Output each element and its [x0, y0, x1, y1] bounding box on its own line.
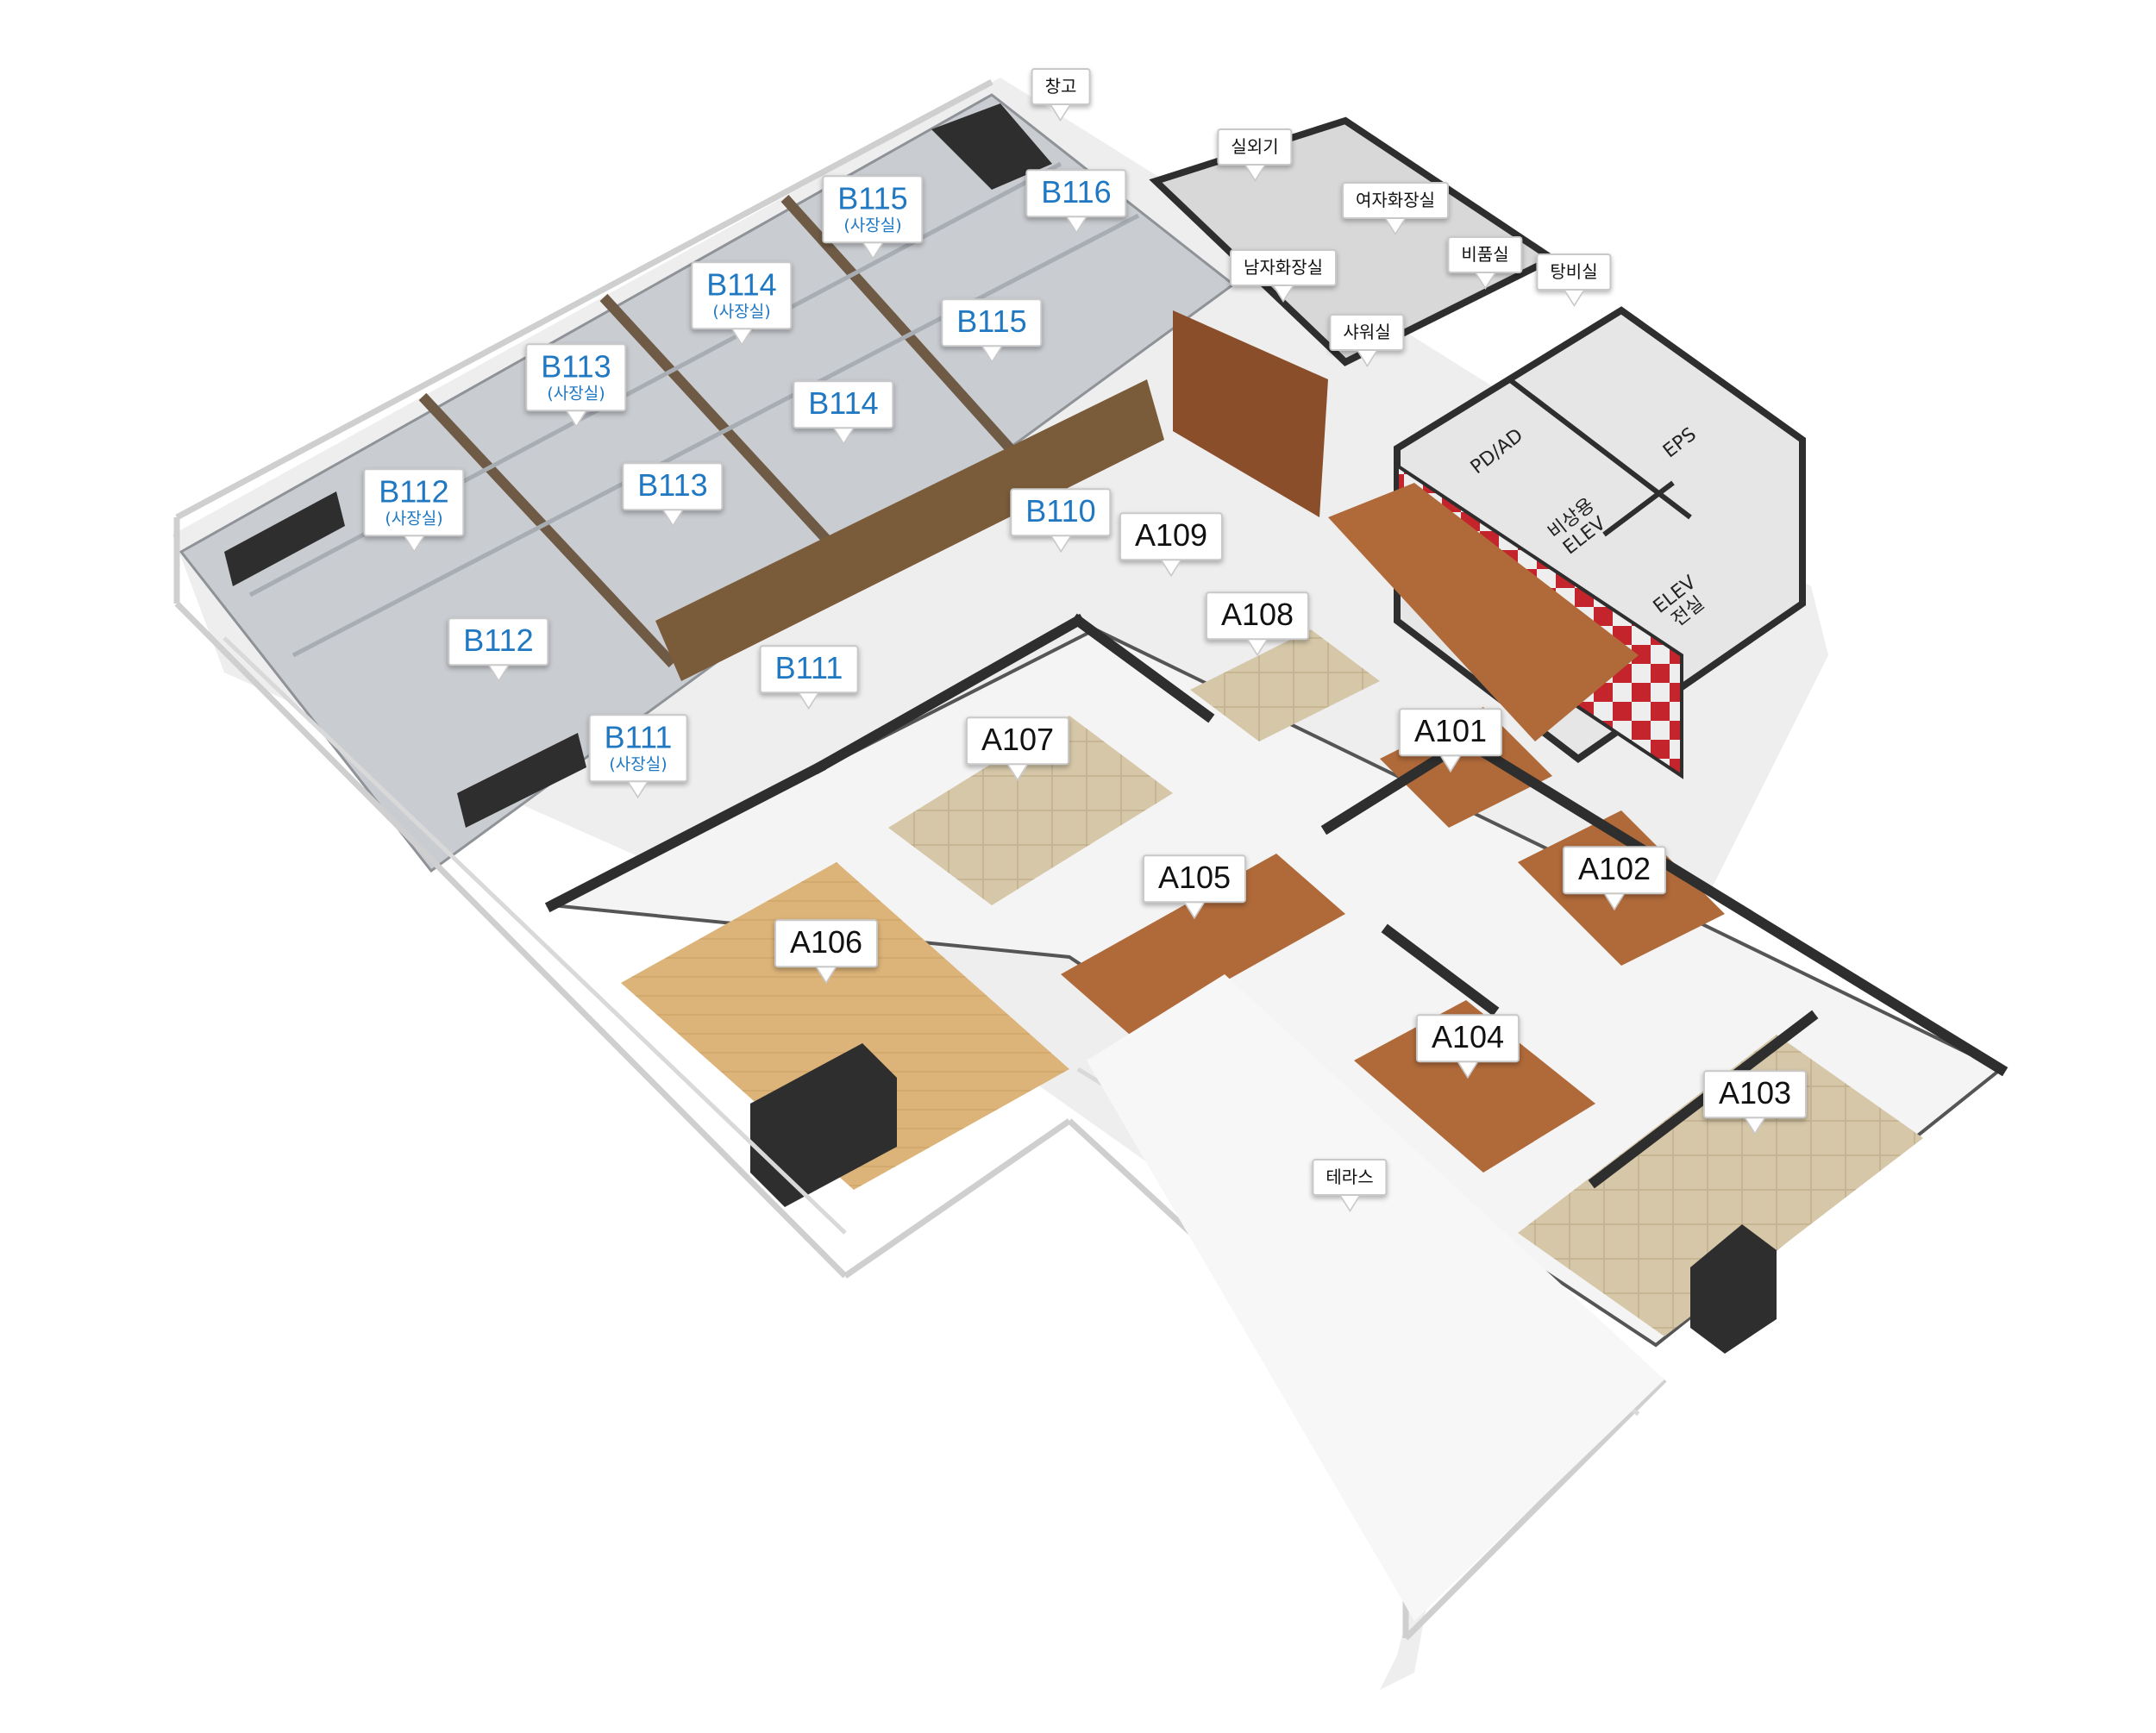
a-wing-partitions	[544, 613, 2009, 1189]
room-label-b114-exec[interactable]: B114 (사장실)	[691, 261, 793, 346]
room-number: B114	[706, 266, 777, 303]
corridor-wood-panel	[655, 379, 1164, 681]
room-label-b112-exec[interactable]: B112 (사장실)	[363, 468, 465, 553]
room-number: B115	[956, 303, 1027, 340]
room-type: (사장실)	[609, 754, 667, 774]
room-number: B116	[1041, 174, 1112, 210]
room-number: A102	[1577, 851, 1651, 887]
room-number: B111	[604, 719, 673, 755]
room-type: (사장실)	[547, 384, 605, 404]
lobby-floor	[1328, 483, 1639, 741]
room-name: 창고	[1044, 76, 1077, 97]
room-number: A108	[1220, 597, 1294, 633]
room-number: B111	[774, 650, 843, 686]
room-number: A107	[981, 722, 1055, 758]
room-label-a105[interactable]: A105	[1142, 854, 1247, 919]
room-number: B114	[808, 385, 879, 422]
room-label-b115[interactable]: B115	[941, 298, 1043, 363]
room-label-b116[interactable]: B116	[1025, 169, 1127, 234]
room-label-a104[interactable]: A104	[1415, 1014, 1520, 1079]
room-a108-floor	[1190, 629, 1380, 741]
room-label-supply-room[interactable]: 비품실	[1447, 236, 1523, 290]
room-a106-floor	[621, 862, 1069, 1190]
room-number: A101	[1413, 713, 1488, 749]
room-a103-cabinet	[1690, 1224, 1777, 1354]
room-number: A106	[789, 924, 863, 960]
room-number: A103	[1718, 1075, 1792, 1111]
room-type: (사장실)	[843, 216, 902, 235]
room-name: 비품실	[1461, 244, 1509, 265]
room-number: B112	[379, 473, 449, 510]
room-label-terrace[interactable]: 테라스	[1312, 1159, 1388, 1212]
room-name: 실외기	[1231, 136, 1279, 157]
room-label-a108[interactable]: A108	[1205, 591, 1310, 656]
room-label-outdoor-unit[interactable]: 실외기	[1217, 128, 1293, 182]
room-name: 샤워실	[1343, 322, 1391, 342]
room-label-b110[interactable]: B110	[1010, 488, 1112, 553]
terrace-floor	[1087, 974, 1664, 1621]
room-label-a102[interactable]: A102	[1562, 846, 1667, 910]
room-number: B113	[541, 348, 611, 385]
room-label-womens-restroom[interactable]: 여자화장실	[1342, 182, 1449, 235]
room-label-b114[interactable]: B114	[793, 380, 894, 445]
room-name: 테라스	[1326, 1167, 1374, 1187]
room-label-a107[interactable]: A107	[965, 716, 1070, 781]
wood-wall-panel	[1173, 310, 1328, 517]
room-a104-floor	[1354, 1000, 1595, 1173]
room-label-b111[interactable]: B111	[759, 645, 859, 710]
room-label-a101[interactable]: A101	[1398, 708, 1503, 773]
room-label-a106[interactable]: A106	[774, 919, 879, 984]
room-label-b115-exec[interactable]: B115 (사장실)	[822, 175, 924, 260]
room-number: A109	[1134, 517, 1208, 554]
room-a106-cabinet	[750, 1043, 897, 1207]
room-number: B112	[463, 623, 534, 659]
room-type: (사장실)	[385, 509, 443, 529]
room-number: B113	[637, 467, 708, 504]
room-number: A105	[1157, 860, 1232, 896]
room-label-b113-exec[interactable]: B113 (사장실)	[525, 343, 627, 428]
room-label-a109[interactable]: A109	[1119, 512, 1224, 577]
room-label-mens-restroom[interactable]: 남자화장실	[1230, 249, 1337, 303]
room-type: (사장실)	[712, 302, 771, 322]
room-a105-floor	[1061, 854, 1345, 1035]
room-a107-floor	[888, 716, 1173, 905]
room-number: B110	[1025, 493, 1096, 529]
room-name: 여자화장실	[1356, 190, 1435, 210]
room-label-b112[interactable]: B112	[448, 617, 549, 682]
room-name: 남자화장실	[1244, 257, 1323, 278]
room-label-pantry[interactable]: 탕비실	[1536, 253, 1612, 307]
room-label-storage[interactable]: 창고	[1031, 68, 1091, 122]
room-a103-floor	[1518, 1035, 1923, 1336]
room-label-shower-room[interactable]: 샤워실	[1329, 314, 1405, 367]
room-number: A104	[1431, 1019, 1505, 1055]
room-name: 탕비실	[1550, 261, 1598, 282]
room-label-b113[interactable]: B113	[622, 462, 724, 527]
room-label-b111-exec[interactable]: B111 (사장실)	[588, 714, 688, 798]
room-label-a103[interactable]: A103	[1702, 1070, 1808, 1135]
exec-room-cabinets	[224, 103, 1052, 828]
room-number: B115	[837, 180, 908, 216]
